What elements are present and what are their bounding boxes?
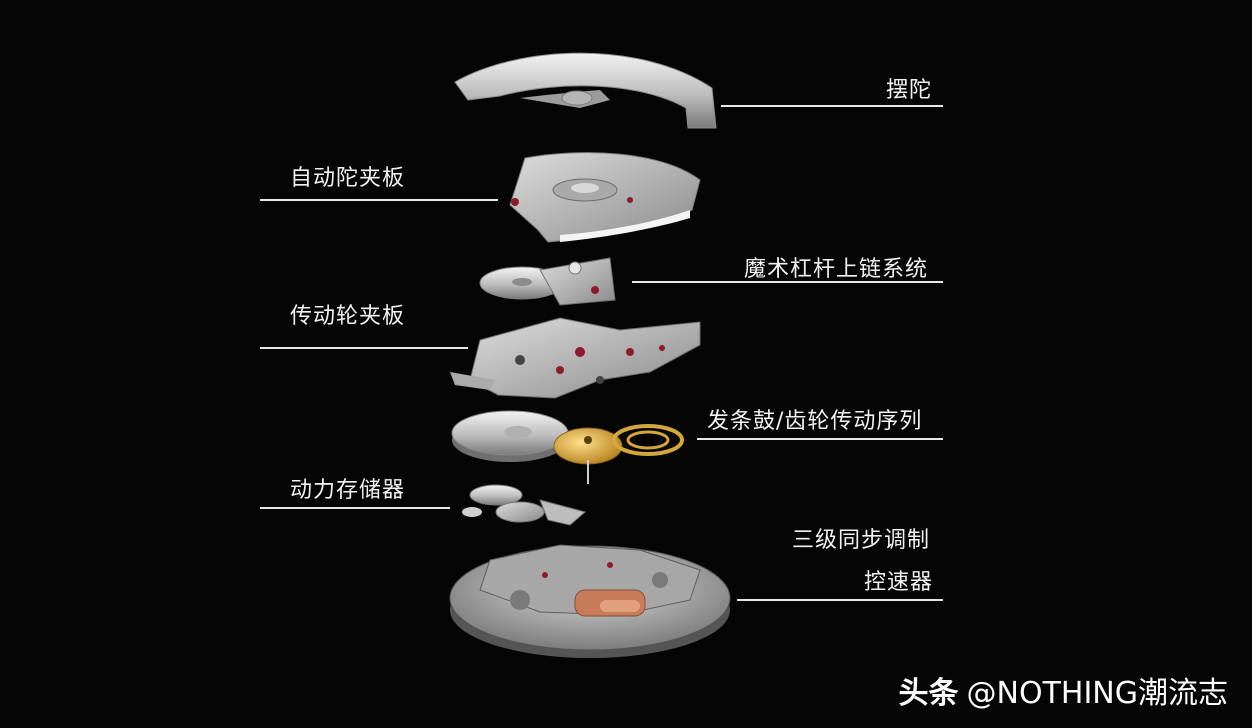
leader-line-regulator [737, 599, 943, 601]
label-magic-lever: 魔术杠杆上链系统 [744, 257, 929, 282]
label-gear-train-bridge: 传动轮夹板 [290, 304, 406, 329]
watermark-handle: @NOTHING潮流志 [966, 676, 1228, 711]
barrel-gear-train-part [451, 410, 684, 484]
label-rotor: 摆陀 [886, 78, 933, 103]
watermark: 头条@NOTHING潮流志 [899, 676, 1228, 712]
label-regulator-line2: 控速器 [864, 570, 934, 595]
label-barrel-train: 发条鼓/齿轮传动序列 [707, 409, 923, 434]
rotor-part [454, 52, 717, 129]
base-movement-part [449, 544, 731, 658]
label-power-reserve: 动力存储器 [290, 478, 406, 503]
gear-train-bridge-part [450, 317, 701, 399]
label-regulator-line1: 三级同步调制 [792, 528, 931, 553]
magic-lever-part [479, 257, 616, 306]
leader-line-gear-train-bridge [260, 347, 468, 349]
leader-line-power-reserve [260, 507, 450, 509]
leader-line-rotor [721, 105, 943, 107]
leader-line-barrel-train [697, 438, 943, 440]
leader-line-rotor-bridge [260, 199, 498, 201]
label-rotor-bridge: 自动陀夹板 [290, 166, 406, 191]
power-reserve-part [462, 484, 587, 526]
leader-line-magic-lever [632, 281, 943, 283]
rotor-bridge-part [509, 152, 701, 243]
watermark-brand: 头条 [898, 676, 959, 711]
